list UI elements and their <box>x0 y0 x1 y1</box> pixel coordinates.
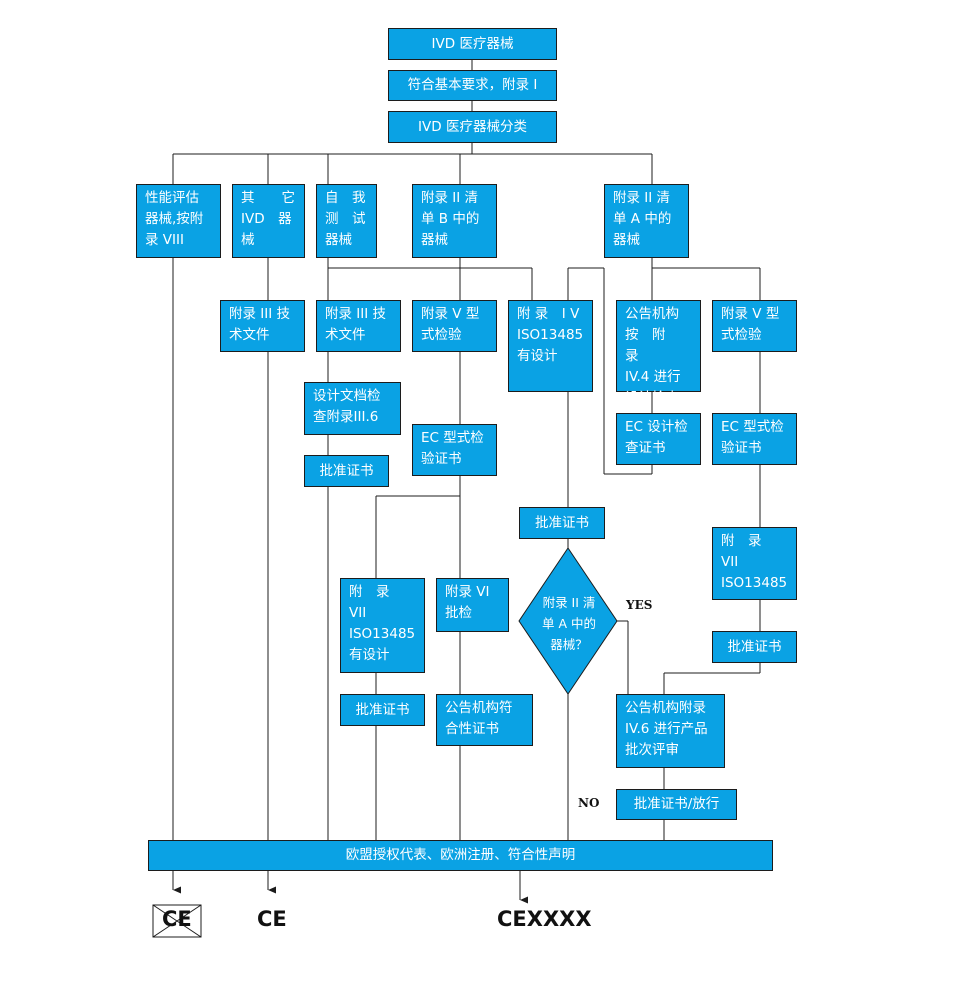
annex3-technical-file-box: 附录 III 技 术文件 <box>220 300 305 352</box>
list-a-box: 附录 II 清 单 A 中的 器械 <box>604 184 689 258</box>
self-test-box: 自 我 测 试 器械 <box>316 184 377 258</box>
eu-representative-bar: 欧盟授权代表、欧洲注册、符合性声明 <box>148 840 773 871</box>
other-ivd-box: 其 它 IVD 器 械 <box>232 184 305 258</box>
annex3-technical-file-self-test-box: 附录 III 技 术文件 <box>316 300 401 352</box>
approval-certificate-self-test: 批准证书 <box>304 455 389 487</box>
list-a-question: 附录 II 清 单 A 中的 器械？ <box>542 595 596 652</box>
annex7-iso-b-box: 附 录 VII ISO13485 有设计 <box>340 578 425 673</box>
performance-evaluation-box: 性能评估 器械,按附 录 VIII <box>136 184 221 258</box>
approval-certificate-annex7-b: 批准证书 <box>340 694 425 726</box>
annex4-iso-box: 附 录 I V ISO13485 有设计 <box>508 300 593 392</box>
annex5-type-exam-a-box: 附录 V 型 式检验 <box>712 300 797 352</box>
ec-type-certificate-b-box: EC 型式检 验证书 <box>412 424 497 476</box>
notified-body-design-check-box: 公告机构 按 附 录 IV.4 进行 设计检查 <box>616 300 701 406</box>
ivd-classification-box: IVD 医疗器械分类 <box>388 111 557 143</box>
approval-certificate-annex7-a: 批准证书 <box>712 631 797 663</box>
yes-label: YES <box>626 598 653 612</box>
decision-diamond <box>518 547 618 695</box>
annex6-batch-box: 附录 VI 批检 <box>436 578 509 632</box>
no-label: NO <box>578 796 600 810</box>
notified-body-batch-review-box: 公告机构附录 IV.6 进行产品 批次评审 <box>616 694 725 768</box>
approval-release-box: 批准证书/放行 <box>616 789 737 820</box>
annex7-iso-a-box: 附 录 VII ISO13485 <box>712 527 797 600</box>
ec-design-certificate-box: EC 设计检 查证书 <box>616 413 701 465</box>
design-doc-check-box: 设计文档检 查附录III.6 <box>304 382 401 435</box>
approval-certificate-annex4: 批准证书 <box>519 507 605 539</box>
ec-type-certificate-a-box: EC 型式检 验证书 <box>712 413 797 465</box>
ivd-device-box: IVD 医疗器械 <box>388 28 557 60</box>
annex5-type-exam-b-box: 附录 V 型 式检验 <box>412 300 497 352</box>
list-b-box: 附录 II 清 单 B 中的 器械 <box>412 184 497 258</box>
ce-mark: CE <box>257 907 287 931</box>
notified-body-conformity-box: 公告机构符 合性证书 <box>436 694 533 746</box>
essential-requirements-box: 符合基本要求，附录 I <box>388 70 557 101</box>
ce-xxxx-mark: CEXXXX <box>497 907 592 931</box>
ce-crossed-mark: CE <box>162 907 192 931</box>
